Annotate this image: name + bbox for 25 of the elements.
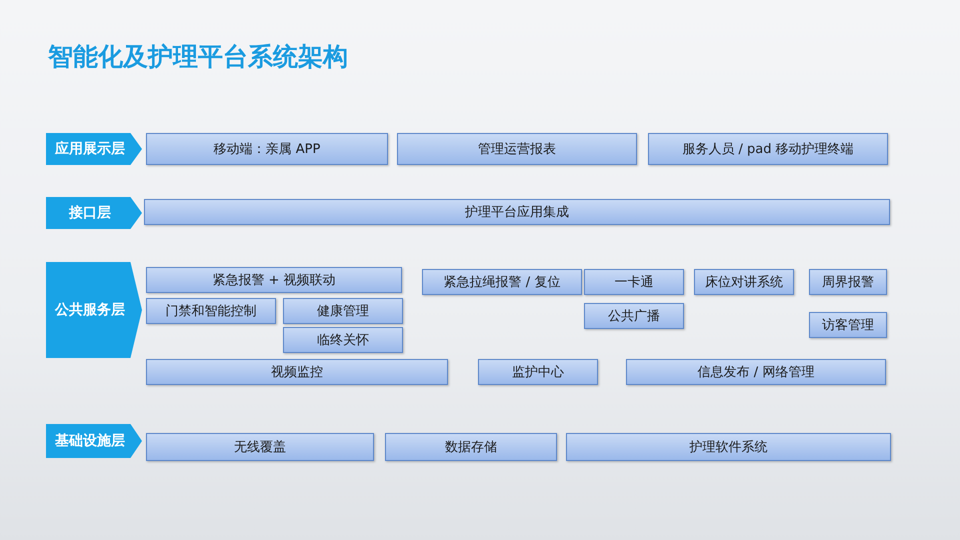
module-box: 紧急报警 + 视频联动 [146, 267, 402, 293]
module-box: 信息发布 / 网络管理 [626, 359, 886, 385]
module-box: 护理平台应用集成 [144, 199, 890, 225]
module-box: 护理软件系统 [566, 433, 891, 461]
module-box: 紧急拉绳报警 / 复位 [422, 269, 582, 295]
layer-tab: 应用展示层 [46, 133, 142, 165]
module-box: 监护中心 [478, 359, 598, 385]
module-box: 视频监控 [146, 359, 448, 385]
module-box: 门禁和智能控制 [146, 298, 276, 324]
layer-tab: 公共服务层 [46, 262, 142, 358]
layer-tab: 接口层 [46, 197, 142, 229]
module-box: 公共广播 [584, 303, 684, 329]
module-box: 移动端：亲属 APP [146, 133, 388, 165]
module-box: 一卡通 [584, 269, 684, 295]
module-box: 临终关怀 [283, 327, 403, 353]
module-box: 数据存储 [385, 433, 557, 461]
module-box: 周界报警 [809, 269, 887, 295]
layer-tab: 基础设施层 [46, 424, 142, 458]
module-box: 服务人员 / pad 移动护理终端 [648, 133, 888, 165]
module-box: 无线覆盖 [146, 433, 374, 461]
module-box: 床位对讲系统 [694, 269, 794, 295]
module-box: 管理运营报表 [397, 133, 637, 165]
page-title: 智能化及护理平台系统架构 [48, 41, 348, 73]
module-box: 访客管理 [809, 312, 887, 338]
module-box: 健康管理 [283, 298, 403, 324]
